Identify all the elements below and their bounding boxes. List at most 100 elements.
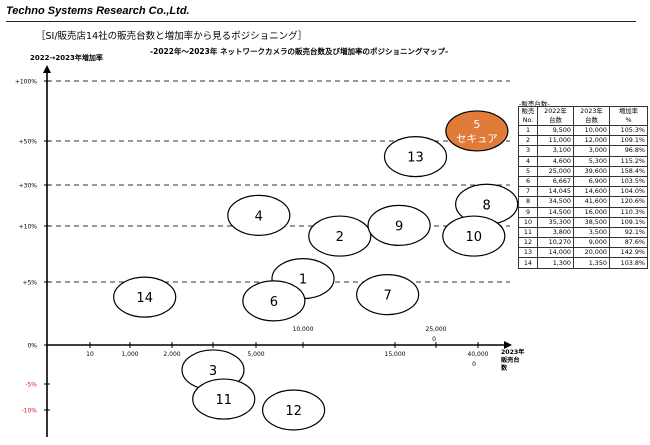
table-cell: 3,000 — [573, 145, 610, 157]
table-cell: 6,667 — [537, 175, 574, 188]
col-header-2023: 2023年台数 — [573, 106, 610, 126]
bubble-label: 9 — [395, 219, 403, 234]
table-cell: 96.8% — [609, 145, 648, 157]
x-axis-label: 2023年 — [501, 348, 525, 356]
table-cell: 7 — [518, 186, 538, 198]
table-cell: 1,350 — [573, 257, 610, 269]
bubble-7 — [356, 274, 420, 316]
table-cell: 14,045 — [537, 186, 574, 198]
col-header-2022: 2022年台数 — [537, 106, 574, 126]
table-cell: 92.1% — [609, 226, 648, 239]
bubble-12 — [262, 389, 326, 431]
table-cell: 120.6% — [609, 196, 648, 208]
x-tick-label: 5,000 — [247, 351, 264, 358]
table-cell: 5,300 — [573, 155, 610, 167]
table-title: -販売台数- — [519, 100, 550, 108]
table-cell: 87.6% — [609, 237, 648, 249]
table-cell: 158.4% — [609, 165, 648, 177]
bubble-4 — [227, 194, 291, 236]
chart-subtitle: -2022年～2023年 ネットワークカメラの販売台数及び増加率のポジショニング… — [150, 47, 449, 56]
y-tick-label: +100% — [15, 79, 37, 86]
y-tick-label: +10% — [19, 224, 38, 231]
x-tick-label: 1,000 — [121, 351, 138, 358]
table-cell: 41,600 — [573, 196, 610, 208]
bubble-5 — [445, 110, 509, 152]
bubble-label: 3 — [209, 364, 217, 379]
table-cell: 6 — [518, 175, 538, 188]
table-cell: 3,100 — [537, 145, 574, 157]
table-cell: 103.5% — [609, 175, 648, 188]
table-cell: 34,500 — [537, 196, 574, 208]
table-cell: 38,500 — [573, 216, 610, 228]
bubble-label: 5 — [473, 118, 480, 131]
y-tick-label: +30% — [19, 183, 38, 190]
bubble-9 — [367, 204, 431, 246]
table-cell: 6,900 — [573, 175, 610, 188]
table-cell: 3,800 — [537, 226, 574, 239]
table-cell: 9 — [518, 206, 538, 218]
table-cell: 104.0% — [609, 186, 648, 198]
bubble-11 — [192, 378, 256, 420]
table-cell: 3,500 — [573, 226, 610, 239]
table-cell: 3 — [518, 145, 538, 157]
table-cell: 10 — [518, 216, 538, 228]
table-cell: 1,300 — [537, 257, 574, 269]
table-cell: 1 — [518, 124, 538, 137]
table-cell: 8 — [518, 196, 538, 208]
x-tick-label: 15,000 — [385, 351, 406, 358]
table-cell: 105.3% — [609, 124, 648, 137]
bubble-label: 1 — [299, 273, 307, 288]
table-cell: 4,600 — [537, 155, 574, 167]
table-cell: 14,600 — [573, 186, 610, 198]
bubble-6 — [242, 280, 306, 322]
table-cell: 10,270 — [537, 237, 574, 249]
table-cell: 5 — [518, 165, 538, 177]
table-cell: 109.1% — [609, 135, 648, 147]
col-header-growth: 増加率% — [609, 106, 648, 126]
table-cell: 9,000 — [573, 237, 610, 249]
bubble-label: 2 — [336, 230, 344, 245]
bubble-14 — [113, 276, 177, 318]
bubble-13 — [383, 136, 448, 178]
x-tick-zero: 0 — [432, 336, 436, 343]
table-cell: 39,600 — [573, 165, 610, 177]
bubble-2 — [308, 215, 372, 257]
y-axis-label: 2022→2023年増加率 — [30, 54, 103, 62]
x-tick-label: 10,000 — [293, 326, 314, 333]
table-cell: 16,000 — [573, 206, 610, 218]
y-tick-label: -5% — [25, 382, 37, 389]
table-cell: 2 — [518, 135, 538, 147]
y-tick-label: +50% — [19, 139, 38, 146]
company-name: Techno Systems Research Co.,Ltd. — [6, 5, 190, 17]
table-cell: 25,000 — [537, 165, 574, 177]
bubble-label: 11 — [215, 393, 232, 408]
table-cell: 13 — [518, 247, 538, 259]
x-axis-label: 販売台 — [501, 356, 520, 364]
x-tick-zero: 0 — [472, 361, 476, 368]
bubble-label: 6 — [270, 295, 278, 310]
table-cell: 12,000 — [573, 135, 610, 147]
table-cell: 14,000 — [537, 247, 574, 259]
bubble-label: 8 — [482, 198, 490, 213]
x-tick-label: 10 — [86, 351, 94, 358]
bubble-label: 7 — [383, 289, 391, 304]
table-cell: 20,000 — [573, 247, 610, 259]
bubble-label: 4 — [255, 209, 263, 224]
